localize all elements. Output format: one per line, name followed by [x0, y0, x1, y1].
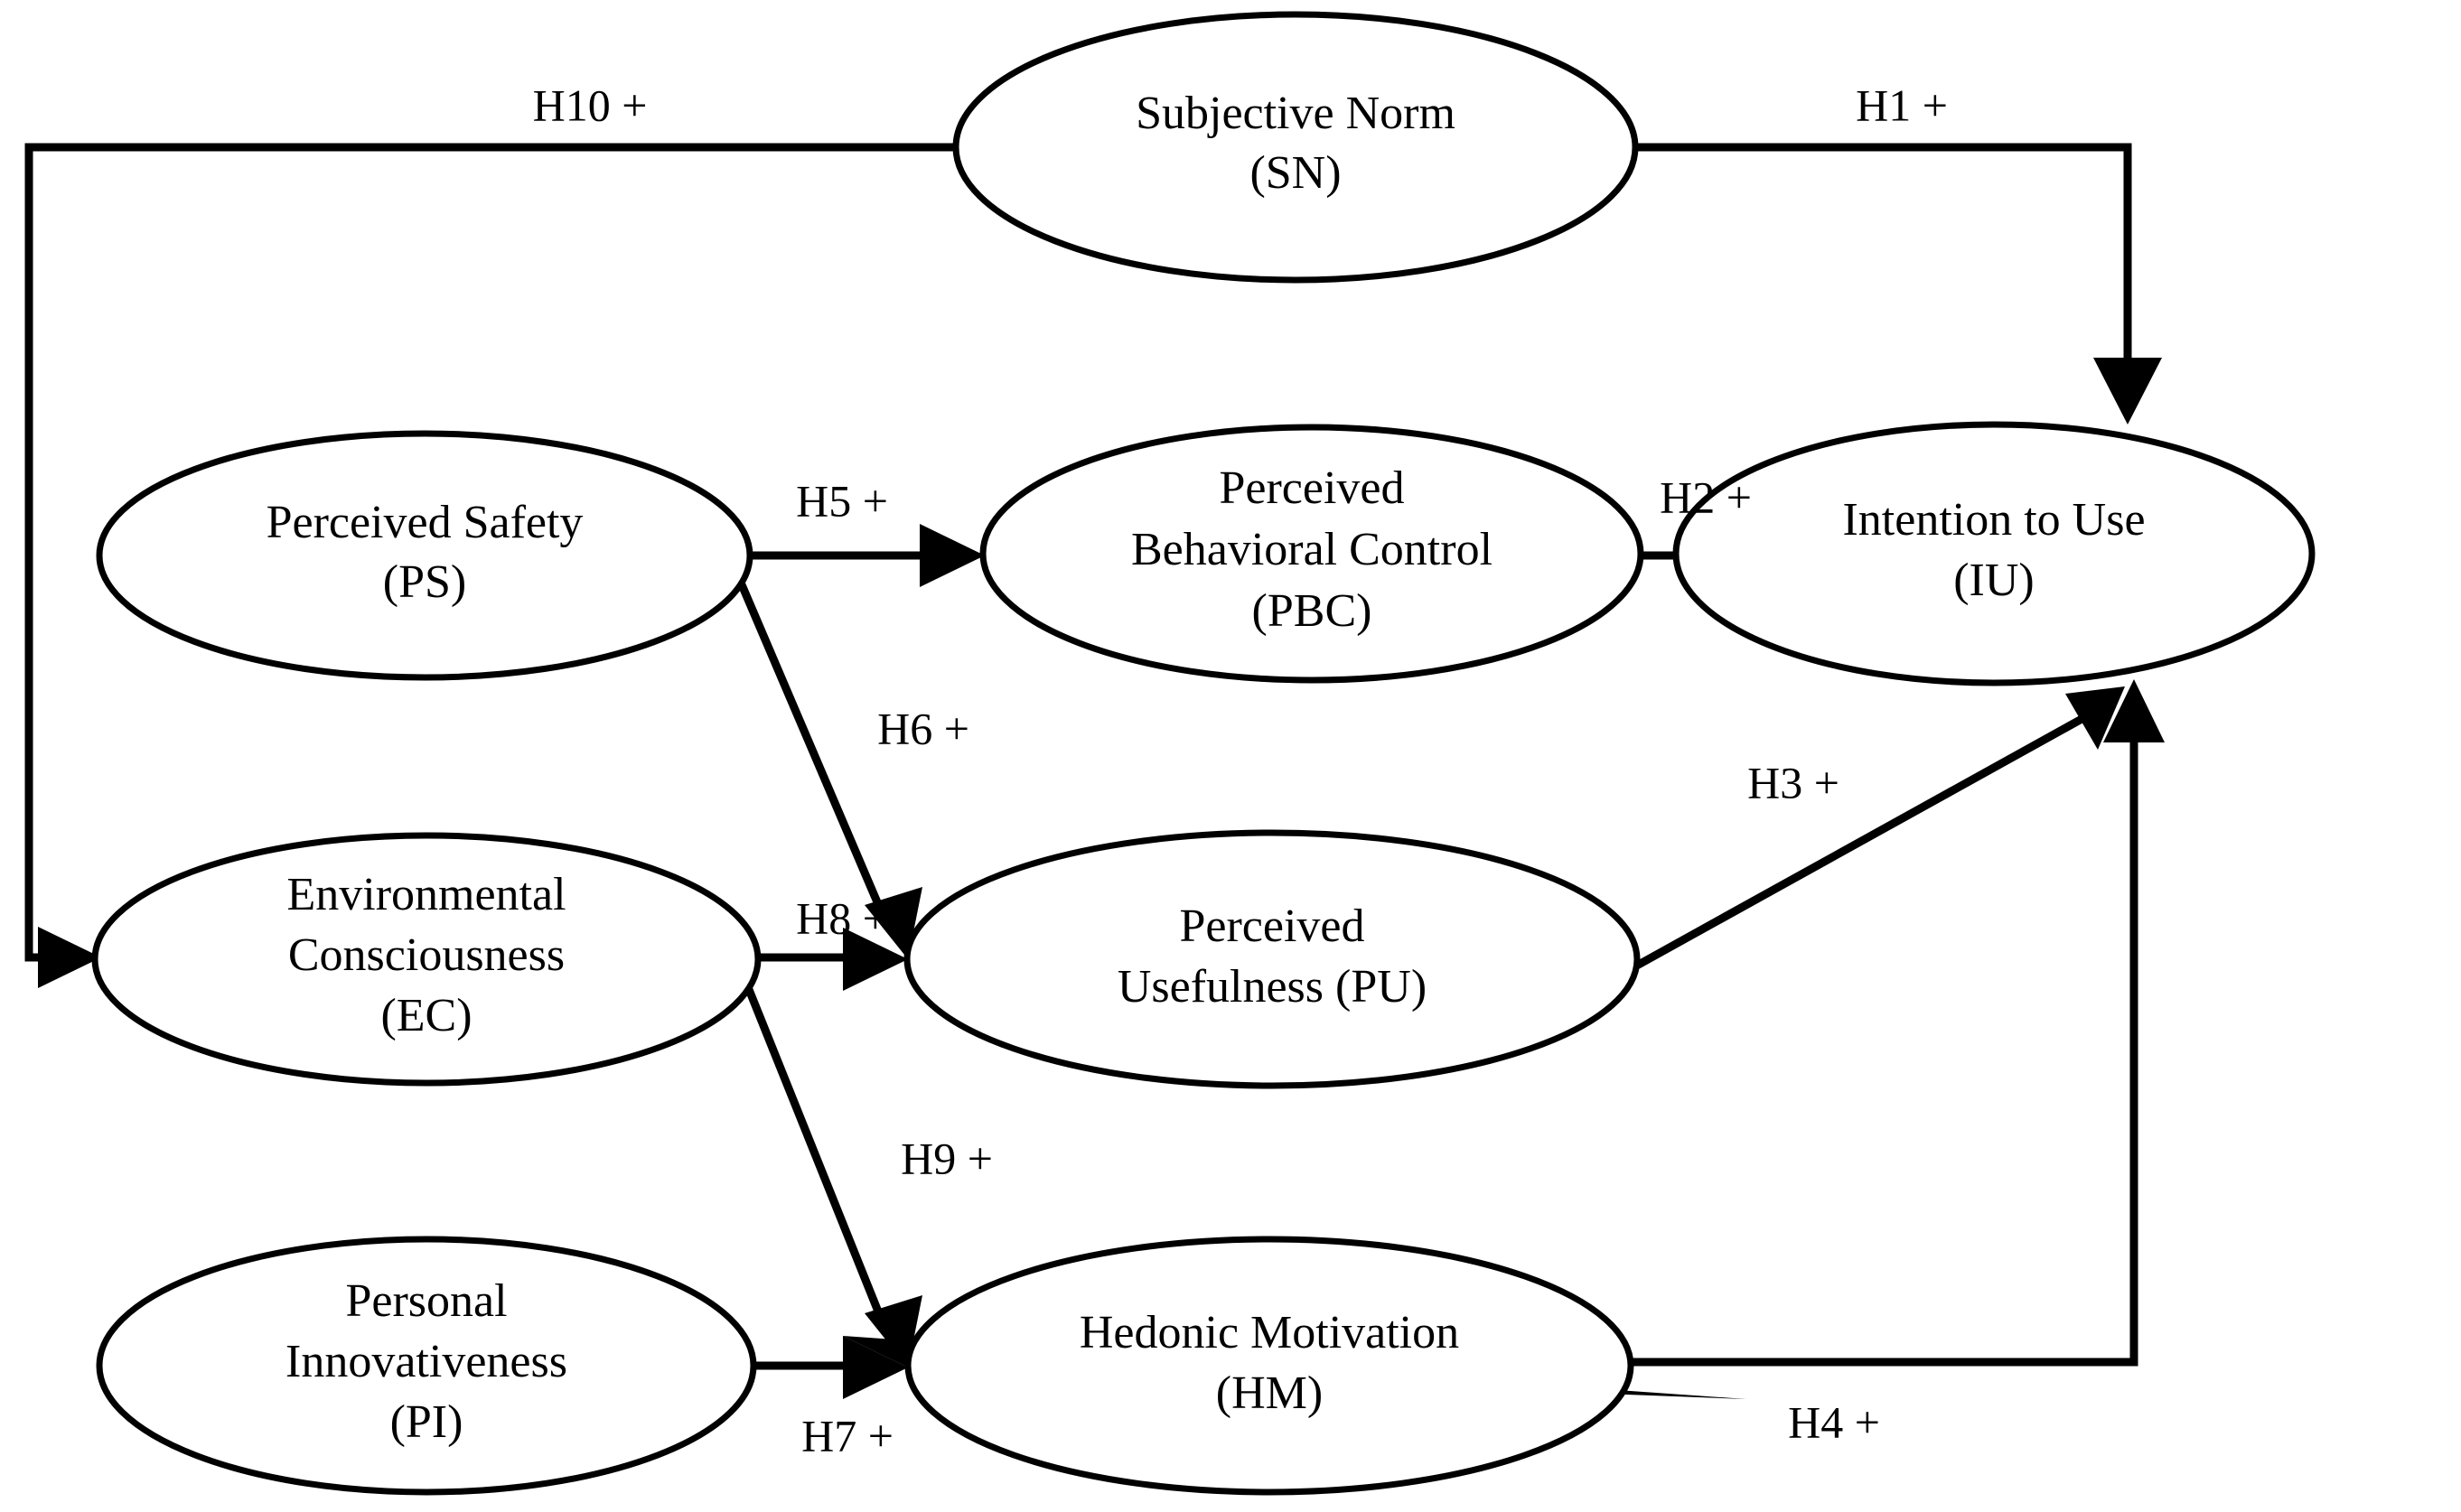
node-label-ec-line1: Environmental [286, 869, 566, 920]
node-ellipse-iu [1672, 421, 2316, 686]
hyp-label-h8: H8 + [796, 892, 888, 943]
node-label-pbc-line2: Behavioral Control [1131, 524, 1493, 575]
node-label-iu-line2: (IU) [1953, 555, 2035, 606]
arrowhead-h3 [2065, 686, 2125, 750]
node-label-ec-line3: (EC) [380, 990, 472, 1041]
node-ellipse-ec [91, 832, 762, 1087]
arrowhead-h8 [843, 928, 908, 991]
node-ellipse-pu [903, 829, 1641, 1089]
node-perceived-safety[interactable]: Perceived Safety (PS) [96, 430, 753, 681]
node-label-hm-line2: (HM) [1216, 1367, 1323, 1419]
arrowhead-h7b [843, 1336, 908, 1399]
hyp-label-h10: H10 + [533, 79, 648, 130]
arrowhead-h4 [2103, 679, 2165, 742]
node-intention-to-use[interactable]: Intention to Use (IU) [1672, 421, 2316, 686]
node-perceived-usefulness[interactable]: Perceived Usefulness (PU) [903, 829, 1641, 1089]
node-hedonic-motivation[interactable]: Hedonic Motivation (HM) [904, 1236, 1634, 1496]
node-label-ps-line2: (PS) [383, 556, 466, 608]
hyp-label-h9: H9 + [901, 1133, 993, 1183]
hyp-label-h7: H7 + [801, 1410, 894, 1461]
node-label-pbc-line3: (PBC) [1252, 585, 1372, 637]
node-ellipse-hm [904, 1236, 1634, 1496]
node-ellipse-pbc [979, 424, 1644, 684]
node-environmental-consciousness[interactable]: Environmental Consciousness (EC) [91, 832, 762, 1087]
path-h9 [744, 985, 890, 1331]
hyp-label-h5: H5 + [796, 475, 888, 526]
hyp-label-h3: H3 + [1747, 757, 1839, 807]
node-label-hm-line1: Hedonic Motivation [1080, 1307, 1459, 1358]
node-subjective-norm[interactable]: Subjective Norm (SN) [952, 11, 1639, 284]
node-label-ec-line2: Consciousness [288, 929, 565, 981]
path-h3 [1633, 710, 2094, 970]
node-label-iu-line1: Intention to Use [1842, 494, 2145, 546]
node-label-pbc-line1: Perceived [1219, 462, 1404, 514]
node-ellipse-ps [96, 430, 753, 681]
node-label-pi-line2: Innovativeness [285, 1336, 567, 1387]
node-label-pu-line1: Perceived [1179, 901, 1364, 952]
arrowhead-h10 [38, 927, 101, 988]
arrowhead-h1 [2093, 358, 2162, 425]
path-h6 [736, 581, 890, 923]
arrowhead-h5 [920, 524, 985, 587]
path-h4 [1631, 723, 2138, 1367]
node-ellipse-sn [952, 11, 1639, 284]
hyp-label-h6: H6 + [877, 703, 969, 753]
node-ellipse-pi [96, 1236, 757, 1496]
hyp-label-h4: H4 + [1788, 1396, 1880, 1447]
node-label-sn-line1: Subjective Norm [1136, 88, 1455, 139]
node-label-pu-line2: Usefulness (PU) [1118, 961, 1427, 1013]
node-label-sn-line2: (SN) [1249, 147, 1341, 199]
node-personal-innovativeness[interactable]: Personal Innovativeness (PI) [96, 1236, 757, 1496]
path-h1 [1635, 143, 2132, 372]
hyp-label-h2: H2 + [1660, 471, 1752, 522]
hyp-label-h1: H1 + [1856, 79, 1948, 130]
node-label-ps-line1: Perceived Safety [267, 497, 584, 548]
node-perceived-behavioral-control[interactable]: Perceived Behavioral Control (PBC) [979, 424, 1644, 684]
node-label-pi-line1: Personal [345, 1275, 507, 1327]
node-label-pi-line3: (PI) [390, 1396, 463, 1448]
